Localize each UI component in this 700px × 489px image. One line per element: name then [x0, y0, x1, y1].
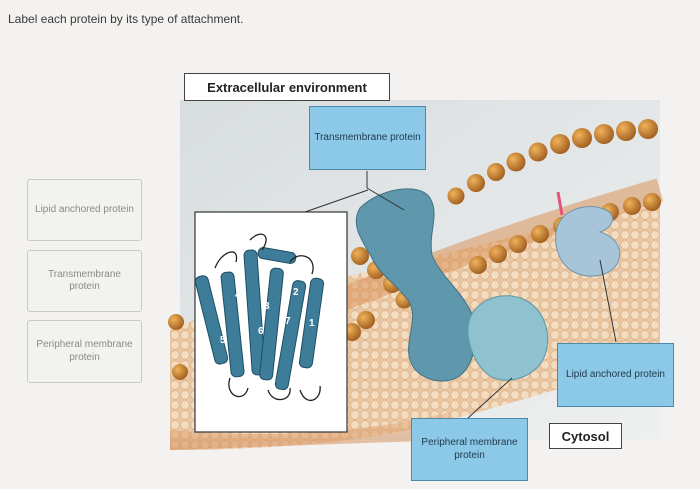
leader-line-transmembrane-2 — [366, 187, 405, 211]
peripheral-protein-shape — [467, 295, 549, 381]
helix-cylinders — [194, 247, 325, 391]
helix-numbers: 4 3 2 7 1 5 6 — [220, 287, 315, 346]
cytosol-label: Cytosol — [549, 423, 622, 449]
helix-number-7: 7 — [285, 316, 291, 327]
drop-target-lipid-anchored[interactable]: Lipid anchored protein — [557, 343, 674, 407]
transmembrane-protein-shape — [355, 188, 476, 382]
inset-connector-line — [304, 189, 369, 213]
label-bank-peripheral[interactable]: Peripheral membrane protein — [27, 320, 142, 383]
leader-line-lipid-anchored — [599, 259, 617, 343]
label-bank-transmembrane[interactable]: Transmembrane protein — [27, 250, 142, 312]
label-bank-lipid-anchored[interactable]: Lipid anchored protein — [27, 179, 142, 241]
helix-number-4: 4 — [235, 290, 241, 301]
drop-target-transmembrane[interactable]: Transmembrane protein — [309, 106, 426, 170]
helix-number-5: 5 — [220, 335, 226, 346]
extracellular-label: Extracellular environment — [184, 73, 390, 101]
bilayer-shadow — [170, 412, 450, 450]
drop-target-peripheral[interactable]: Peripheral membrane protein — [411, 418, 528, 481]
lipid-anchor — [556, 191, 564, 216]
helix-number-1: 1 — [309, 318, 315, 329]
helix-number-6: 6 — [258, 326, 264, 337]
lipid-anchored-protein-shape — [555, 206, 621, 277]
helix-loops — [214, 233, 321, 401]
helix-number-3: 3 — [264, 301, 270, 312]
instruction-text: Label each protein by its type of attach… — [8, 12, 244, 26]
leader-line-peripheral — [467, 377, 513, 419]
helix-number-2: 2 — [293, 287, 299, 298]
